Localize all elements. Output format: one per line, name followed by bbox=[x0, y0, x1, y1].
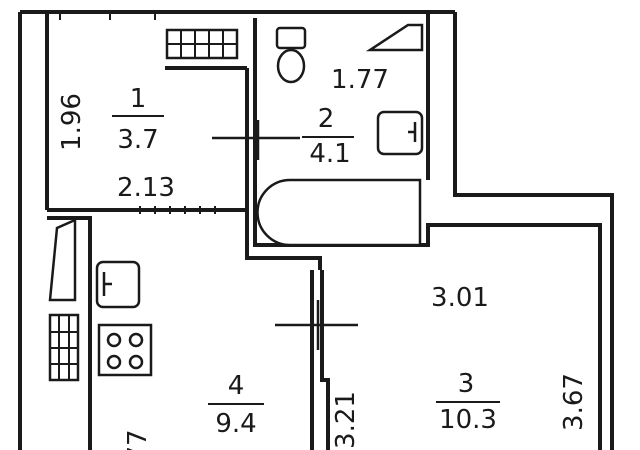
room-1-label: 1 3.7 bbox=[112, 84, 164, 155]
room-2-label: 2 4.1 bbox=[302, 104, 354, 169]
dim-room1-height: 1.96 bbox=[57, 93, 87, 151]
room-3-number: 3 bbox=[458, 369, 475, 399]
toilet-icon bbox=[275, 26, 307, 84]
room-1-area: 3.7 bbox=[117, 125, 158, 155]
room-2-area: 4.1 bbox=[309, 139, 350, 169]
dim-room2-width: 1.77 bbox=[331, 65, 389, 95]
walls bbox=[18, 10, 614, 450]
water-heater-icon bbox=[365, 23, 424, 52]
dim-corridor-height: 3.21 bbox=[331, 391, 361, 449]
room-1-number: 1 bbox=[130, 84, 147, 114]
dimension-labels: 1.96 2.13 1.77 3.01 3.67 3.21 77 bbox=[57, 65, 589, 450]
kitchen-sink-icon bbox=[95, 260, 141, 309]
dim-room1-width: 2.13 bbox=[117, 173, 175, 203]
door-marks bbox=[212, 120, 358, 350]
room-3-area: 10.3 bbox=[439, 405, 497, 435]
bathtub-icon bbox=[256, 178, 422, 247]
dim-room3-height: 3.67 bbox=[559, 373, 589, 431]
room-4-number: 4 bbox=[228, 371, 245, 401]
window-marks bbox=[139, 206, 216, 214]
radiator-top bbox=[165, 28, 239, 60]
room-3-label: 3 10.3 bbox=[436, 369, 500, 435]
room-4-area: 9.4 bbox=[215, 409, 256, 439]
sink-bathroom-icon bbox=[376, 110, 424, 156]
dim-room3-width: 3.01 bbox=[431, 283, 489, 313]
room-4-label: 4 9.4 bbox=[208, 371, 264, 439]
stove-icon bbox=[97, 323, 153, 377]
dim-room4-partial: 77 bbox=[123, 429, 153, 450]
kitchen-counter-icon bbox=[48, 218, 80, 382]
room-2-number: 2 bbox=[318, 104, 335, 134]
